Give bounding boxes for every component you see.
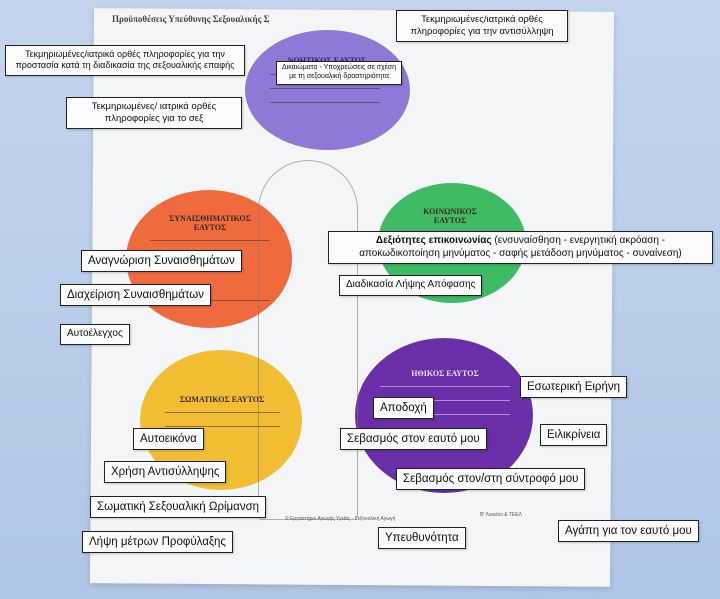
card-emotion-recognition: Αναγνώριση Συναισθημάτων: [81, 250, 242, 273]
card-emotion-management: Διαχείριση Συναισθημάτων: [60, 284, 212, 307]
blank-line: [270, 88, 380, 89]
blank-line: [380, 386, 510, 387]
card-responsibility: Υπευθυνότητα: [378, 527, 466, 550]
card-rights-obligations: Δικαιώματα - Υποχρεώσεις σε σχέση με τη …: [276, 61, 402, 85]
blank-line: [150, 240, 270, 241]
card-acceptance: Αποδοχή: [373, 397, 434, 420]
poster-title: Προϋποθέσεις Υπεύθυνης Σεξουαλικής Σ: [112, 14, 270, 24]
blank-line: [380, 400, 510, 401]
blank-line: [270, 102, 380, 103]
card-sexual-maturation: Σωματική Σεξουαλική Ωρίμανση: [90, 496, 267, 519]
circle-mental-self: [245, 30, 410, 150]
circle-social-title: ΚΟΙΝΩΝΙΚΟΣ ΕΑΥΤΟΣ: [423, 207, 477, 225]
blank-line: [380, 414, 510, 415]
card-sex-info: Τεκμηριωμένες/ ιατρικά ορθές πληροφορίες…: [66, 97, 242, 129]
card-self-respect: Σεβασμός στον εαυτό μου: [340, 428, 487, 451]
card-sincerity: Ειλικρίνεια: [540, 424, 608, 447]
card-decision-process: Διαδικασία Λήψης Απόφασης: [339, 275, 483, 296]
card-communication-skills: Δεξιότητες επικοινωνίας (ενσυναίσθηση - …: [328, 231, 713, 264]
blank-line: [165, 412, 280, 413]
card-protection-info: Τεκμηριωμένες/ιατρικά ορθές πληροφορίες …: [5, 45, 245, 76]
circle-moral-title: ΗΘΙΚΟΣ ΕΑΥΤΟΣ: [411, 369, 479, 378]
card-self-control: Αυτοέλεγχος: [60, 324, 130, 345]
card-prevention-measures: Λήψη μέτρων Προφύλαξης: [82, 531, 233, 554]
human-silhouette-outline: [258, 160, 358, 520]
card-self-love: Αγάπη για τον εαυτό μου: [558, 520, 699, 543]
blank-line: [165, 426, 280, 427]
circle-emotional-title: ΣΥΝΑΙΣΘΗΜΑΤΙΚΟΣ ΕΑΥΤΟΣ: [169, 214, 251, 232]
communication-skills-details: (ενσυναίσθηση - ενεργητική ακρόαση - απο…: [359, 235, 682, 259]
circle-physical-title: ΣΩΜΑΤΙΚΟΣ ΕΑΥΤΟΣ: [179, 395, 265, 404]
card-partner-respect: Σεβασμός στον/στη σύντροφό μου: [396, 468, 586, 491]
poster-footer-right: Β' Λυκείου & ΤΕΕΛ: [480, 512, 522, 518]
card-contraception-use: Χρήση Αντισύλληψης: [104, 461, 227, 484]
card-self-image: Αυτοεικόνα: [133, 428, 204, 451]
card-contraception-info: Τεκμηριωμένες/ιατρικά ορθές πληροφορίες …: [396, 10, 568, 42]
communication-skills-title: Δεξιότητες επικοινωνίας: [375, 235, 492, 246]
card-inner-peace: Εσωτερική Ειρήνη: [520, 376, 627, 399]
circle-mental-title: ΝΟΗΤΙΚΟΣ ΕΑΥΤΟΣ: [282, 56, 372, 65]
poster-footer-left: © Εργαστήριο Αγωγής Υγείας - Σεξουαλική …: [285, 516, 396, 522]
